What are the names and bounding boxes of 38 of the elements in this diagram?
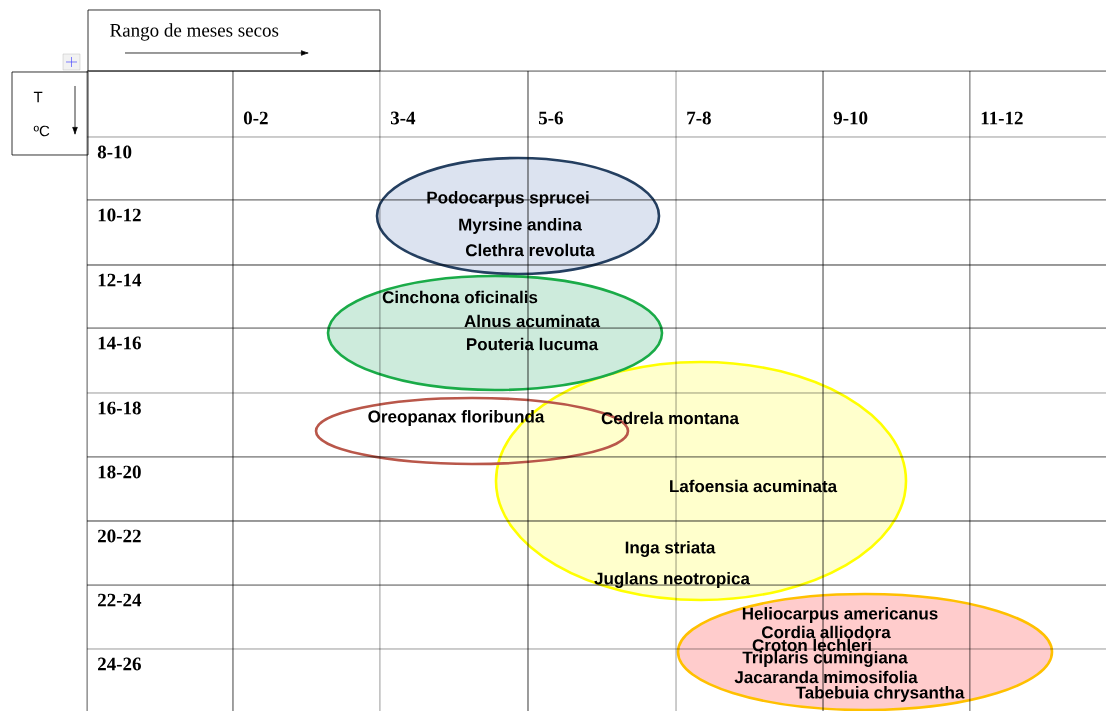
species-name: Croton lechleri — [752, 638, 871, 652]
species-name: Podocarpus sprucei — [427, 191, 589, 207]
species-name: Tabebuia chrysantha — [795, 686, 965, 702]
header-text: Rango de meses secos — [110, 23, 279, 41]
species-name: Cinchona oficinalis — [382, 290, 538, 304]
table-header: 22-24 — [98, 593, 142, 607]
ellipse — [676, 592, 1054, 711]
species-name: Myrsine andina — [459, 218, 582, 234]
species-name: Heliocarpus americanus — [742, 607, 938, 623]
table-header: 9-10 — [833, 111, 868, 125]
table-header: 8-10 — [97, 145, 132, 159]
axis-text: T — [33, 91, 43, 103]
table-header: 24-26 — [98, 657, 141, 671]
species-name: Alnus acuminata — [464, 314, 601, 328]
table-header: 5-6 — [538, 111, 563, 125]
table-header: 18-20 — [98, 465, 141, 479]
header-box — [87, 9, 381, 72]
species-name: Inga striata — [625, 541, 716, 557]
table-header: 11-12 — [981, 111, 1023, 125]
axis-box — [11, 71, 89, 156]
table-header: 20-22 — [98, 529, 141, 543]
species-name: Triplaris cumingiana — [742, 651, 908, 667]
ellipse — [375, 156, 661, 276]
ellipse — [326, 274, 664, 392]
species-name: Pouteria lucuma — [467, 337, 599, 351]
table-header: 14-16 — [98, 336, 141, 350]
species-name: Lafoensia acuminata — [670, 479, 838, 493]
species-name: Clethra revoluta — [466, 243, 595, 257]
table-header: 0-2 — [243, 111, 268, 125]
table-header: 12-14 — [98, 273, 142, 287]
axis-text: ºC — [33, 125, 50, 137]
table-header: 3-4 — [390, 111, 416, 125]
species-name: Jacaranda mimosifolia — [734, 670, 918, 684]
table-header: 7-8 — [687, 111, 711, 125]
species-name: Cordia alliodora — [762, 625, 891, 639]
table-header: 10-12 — [98, 208, 141, 222]
species-name: Juglans neotropica — [594, 572, 751, 588]
table-header: 16-18 — [98, 401, 141, 415]
